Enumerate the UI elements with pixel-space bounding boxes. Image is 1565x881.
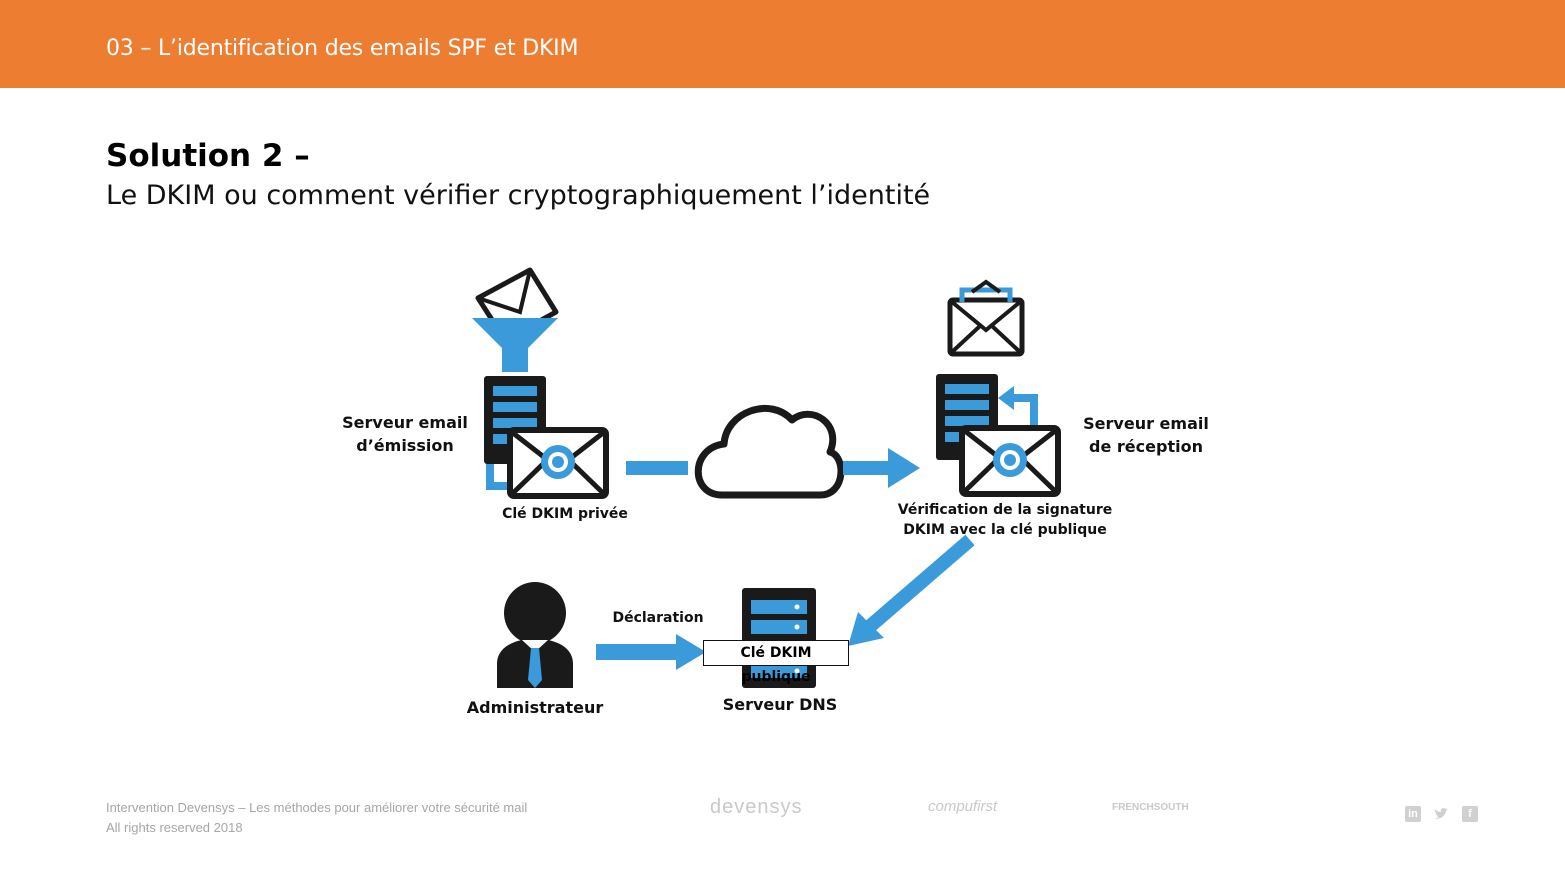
arrow-admin-to-dns	[596, 634, 706, 670]
header-bar: 03 – L’identification des emails SPF et …	[0, 0, 1565, 88]
footer-line1: Intervention Devensys – Les méthodes pou…	[106, 800, 528, 815]
receiver-label-line2: de réception	[1089, 437, 1203, 456]
arrow-verify-to-dns	[848, 534, 975, 646]
devensys-logo: devensys	[710, 796, 803, 818]
verify-label-line1: Vérification de la signature	[897, 502, 1113, 518]
twitter-icon[interactable]	[1433, 806, 1449, 822]
receiver-label-line1: Serveur email	[1083, 414, 1209, 433]
sender-label-line2: d’émission	[356, 436, 454, 455]
arrow-to-receiver	[843, 448, 920, 488]
footer-line2: All rights reserved 2018	[106, 820, 243, 835]
slide-subheading: Le DKIM ou comment vérifier cryptographi…	[106, 180, 931, 211]
verified-envelope-icon	[959, 425, 1061, 497]
linkedin-icon[interactable]: in	[1405, 806, 1421, 822]
receiver-envelope-icon	[947, 279, 1025, 357]
slide-heading: Solution 2 –	[106, 138, 310, 174]
private-key-label: Clé DKIM privée	[502, 506, 628, 522]
facebook-icon[interactable]: f	[1462, 806, 1478, 822]
arrow-to-cloud	[626, 461, 688, 475]
header-title: 03 – L’identification des emails SPF et …	[106, 36, 579, 61]
signed-envelope-icon	[507, 427, 609, 499]
compufirst-logo: compufirst	[928, 798, 998, 815]
declaration-label: Déclaration	[612, 610, 704, 626]
cloud-icon	[694, 405, 845, 499]
sender-label-line1: Serveur email	[342, 413, 468, 432]
frenchsouth-logo: FRENCHSOUTH	[1112, 802, 1189, 813]
funnel-icon	[472, 318, 558, 372]
administrator-icon	[497, 582, 573, 688]
public-key-label: Clé DKIM publique	[703, 640, 849, 685]
verify-label-line2: DKIM avec la clé publique	[903, 522, 1107, 538]
admin-label: Administrateur	[466, 698, 604, 717]
dns-label: Serveur DNS	[722, 695, 838, 714]
